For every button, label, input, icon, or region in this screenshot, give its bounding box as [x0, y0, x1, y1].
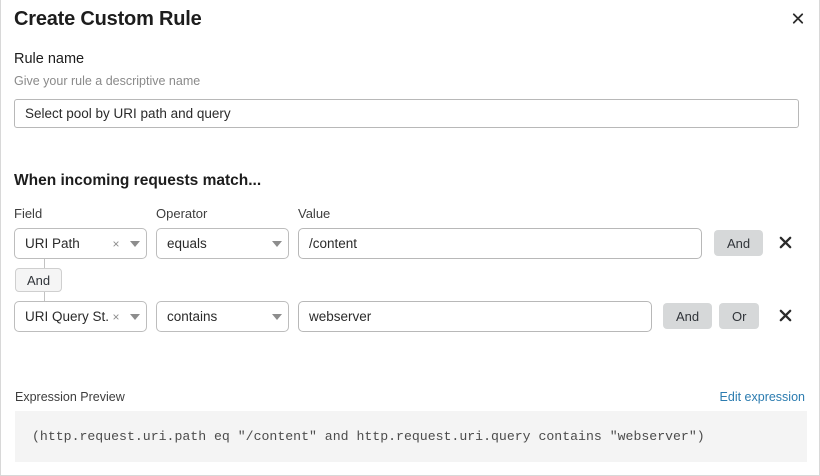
add-and-condition-button-1[interactable]: And	[663, 303, 713, 329]
clear-icon[interactable]: ×	[112, 236, 120, 251]
connector-line-top	[44, 259, 45, 268]
rule-name-label: Rule name	[14, 51, 85, 67]
operator-select-value-0: equals	[167, 236, 207, 251]
chevron-down-icon[interactable]	[124, 313, 146, 320]
field-select-value-1: URI Query St...	[25, 309, 108, 324]
add-or-condition-button-1[interactable]: Or	[719, 303, 760, 329]
field-select-1[interactable]: URI Query St... ×	[14, 301, 147, 332]
delete-condition-button-0[interactable]	[772, 229, 798, 255]
value-input-0[interactable]	[298, 228, 702, 259]
close-icon[interactable]	[786, 6, 810, 30]
condition-row: URI Path × equals And	[1, 228, 819, 259]
chevron-down-icon[interactable]	[124, 240, 146, 247]
add-and-condition-button-0[interactable]: And	[714, 230, 764, 256]
operator-select-value-1: contains	[167, 309, 218, 324]
rule-name-input[interactable]	[14, 99, 799, 128]
clear-icon[interactable]: ×	[112, 309, 120, 324]
connector-line-bottom	[44, 292, 45, 301]
page-title: Create Custom Rule	[14, 8, 202, 30]
operator-select-0[interactable]: equals	[156, 228, 289, 259]
expression-preview-label: Expression Preview	[15, 390, 125, 404]
field-select-0[interactable]: URI Path ×	[14, 228, 147, 259]
rule-name-hint: Give your rule a descriptive name	[14, 74, 201, 88]
edit-expression-link[interactable]: Edit expression	[719, 390, 805, 404]
condition-connector: And	[14, 259, 134, 301]
column-header-field: Field	[14, 206, 43, 221]
chevron-down-icon[interactable]	[266, 313, 288, 320]
operator-select-1[interactable]: contains	[156, 301, 289, 332]
expression-preview-code: (http.request.uri.path eq "/content" and…	[15, 411, 807, 462]
chevron-down-icon[interactable]	[266, 240, 288, 247]
delete-condition-button-1[interactable]	[772, 302, 798, 328]
dialog-header: Create Custom Rule	[1, 0, 819, 44]
value-input-1[interactable]	[298, 301, 652, 332]
column-header-value: Value	[298, 206, 331, 221]
conditions-section-title: When incoming requests match...	[14, 172, 262, 189]
column-header-operator: Operator	[156, 206, 208, 221]
condition-row: URI Query St... × contains And Or	[1, 301, 819, 332]
field-select-value-0: URI Path	[25, 236, 80, 251]
connector-and-chip[interactable]: And	[15, 268, 63, 292]
